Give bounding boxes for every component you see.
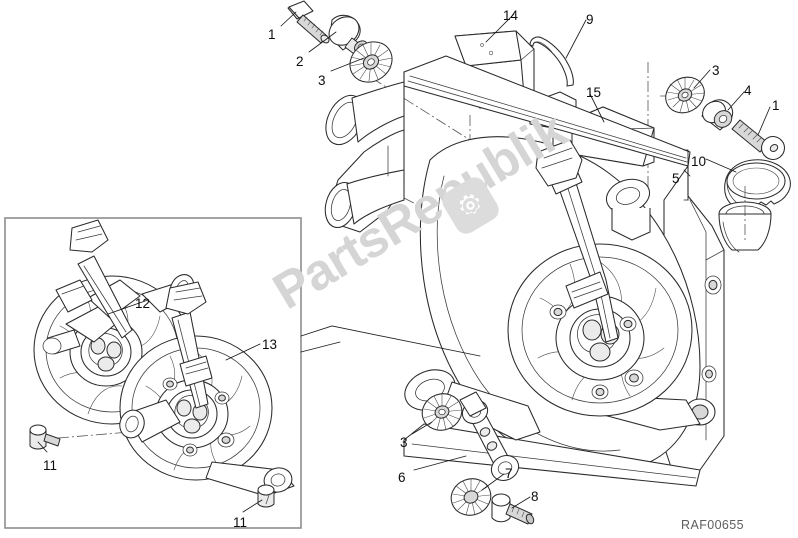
callout-number-3: 3 [712,63,720,78]
callout-number-11: 11 [233,515,248,530]
radiator-cap-part-10 [724,159,791,210]
callout-number-9: 9 [586,12,594,27]
callout-number-1: 1 [772,98,780,113]
callout-number-2: 2 [296,54,304,69]
callout-number-8: 8 [531,489,539,504]
fan-hub-part-3-topleft [349,41,393,83]
reference-code: RAF00655 [681,518,744,532]
bolt-part-11-left [29,424,179,450]
callout-number-4: 4 [744,83,752,98]
gear-part-7 [450,478,492,516]
bushing-part-4 [701,99,734,131]
bolt-part-11-right [257,484,275,508]
callout-number-5: 5 [672,171,680,186]
link-part-6 [459,391,520,481]
fan-hub-part-3-bottom [421,393,463,431]
bottom-hardware-group [421,391,535,525]
bolt-part-1-right [731,119,785,160]
callout-number-14: 14 [503,8,519,23]
fan-hub-part-3-right [665,76,705,114]
fan-assemblies-inset [4,217,481,529]
callout-leaders [37,11,771,513]
installed-fan-assembly [507,139,693,417]
callout-number-15: 15 [586,85,602,100]
callout-number-6: 6 [398,470,406,485]
callout-number-1: 1 [268,27,276,42]
top-left-hardware-group [287,0,393,83]
pin-part-8 [491,493,535,525]
clip-part-9 [529,36,574,87]
fan-assembly-part-13 [119,281,295,508]
filler-neck [718,186,772,253]
callout-number-11: 11 [43,458,58,473]
callout-number-7: 7 [505,466,513,481]
callout-number-3: 3 [318,73,326,88]
callout-number-3: 3 [400,435,408,450]
callout-number-10: 10 [691,154,707,169]
bolt-part-1-topleft [287,0,330,44]
top-right-hardware-group [665,76,785,160]
callout-number-12: 12 [135,296,151,311]
callout-number-13: 13 [262,337,278,352]
